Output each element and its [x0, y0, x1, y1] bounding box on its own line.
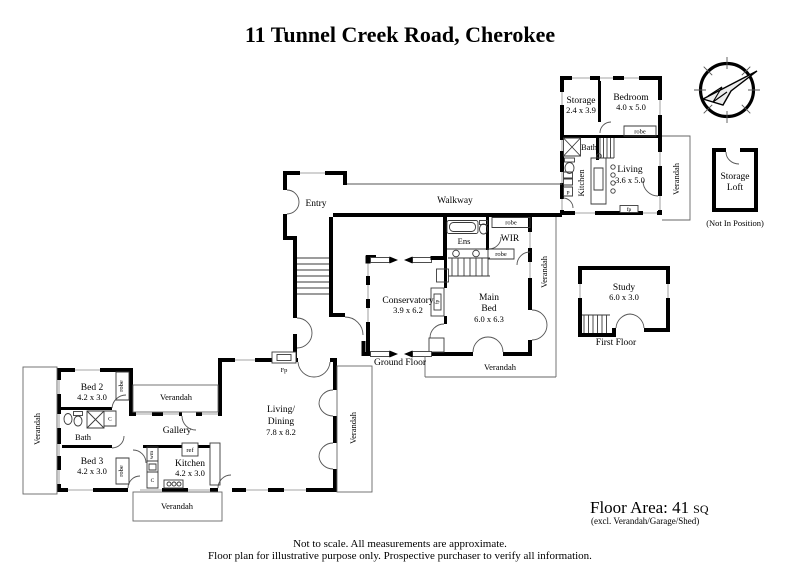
cottage-fp-label: fp [627, 206, 632, 213]
disclaimer-line2: Floor plan for illustrative purpose only… [208, 550, 592, 562]
cottage-living-dims: 3.6 x 5.0 [615, 175, 645, 185]
fridge-label: ref [186, 447, 194, 454]
cottage-storage-dims: 2.4 x 3.9 [566, 105, 596, 115]
ground-floor-verandah-right-label: Verandah [539, 255, 549, 288]
storage-loft-note: (Not In Position) [706, 218, 764, 228]
floor-area-exclusions: (excl. Verandah/Garage/Shed) [591, 516, 699, 526]
wir-label: WIR [501, 234, 520, 244]
bed2-dims: 4.2 x 3.0 [77, 392, 107, 402]
cottage-robe-label: robe [634, 129, 646, 136]
conservatory-dims: 3.9 x 6.2 [393, 305, 423, 315]
main-kitchen-fixtures: ref wm C [146, 442, 221, 489]
compass-icon [694, 57, 760, 123]
ground-floor-verandah-bottom-label: Verandah [484, 362, 517, 372]
living-dining-fp-label: Fp [281, 367, 288, 374]
cottage-living-label: Living [617, 165, 643, 175]
main-kitchen-dims: 4.2 x 3.0 [175, 468, 205, 478]
living-dining-label2: Dining [268, 417, 295, 427]
bed3-label: Bed 3 [81, 457, 104, 467]
bed3-dims: 4.2 x 3.0 [77, 466, 107, 476]
cottage-bath-fixtures [563, 137, 581, 174]
ensuite-fixtures [446, 220, 488, 258]
bed2-label: Bed 2 [81, 383, 104, 393]
ground-floor-label: Ground Floor [374, 358, 427, 368]
first-floor-building: Study 6.0 x 3.0 First Floor [577, 266, 671, 348]
main-bath-label: Bath [75, 432, 92, 442]
cottage-verandah-label: Verandah [671, 162, 681, 195]
main-house-building: Fp robe robe C ref wm C [22, 351, 373, 522]
chimney-buttress [428, 337, 445, 353]
living-dining-dims: 7.8 x 8.2 [266, 427, 296, 437]
cottage-pantry-label: P [566, 191, 569, 197]
verandah-left-label: Verandah [32, 412, 42, 445]
bed3-robe: robe [115, 457, 130, 485]
entry-walkway: Entry Walkway [282, 170, 562, 362]
verandah-right-outline [336, 365, 373, 493]
conservatory-fireplace: fp [430, 287, 445, 317]
cottage-storage-label: Storage [566, 96, 595, 106]
cottage-kitchen-fixtures: P [563, 157, 616, 205]
verandah-bottom-outline [132, 491, 223, 522]
living-dining-fireplace: Fp [271, 351, 297, 374]
washing-machine-label: wm [149, 450, 155, 459]
walkway-label: Walkway [437, 196, 473, 206]
bed2-robe-label: robe [118, 380, 125, 392]
kitchen-cupboard-label: C [151, 478, 155, 484]
verandah-top-outline [132, 384, 219, 413]
disclaimer-line1: Not to scale. All measurements are appro… [293, 538, 507, 550]
bed3-robe-label: robe [118, 465, 125, 477]
verandah-bottom-label: Verandah [161, 501, 194, 511]
conservatory-label: Conservatory [382, 296, 433, 306]
verandah-left-outline [22, 366, 58, 495]
cottage-building: robe P fp Storage 2.4 x 3.9 Bedroom 4.0 … [559, 75, 691, 221]
page-title: 11 Tunnel Creek Road, Cherokee [245, 22, 556, 47]
storage-loft-building: Storage Loft (Not In Position) [706, 148, 764, 228]
cottage-robe: robe [623, 125, 657, 137]
ground-floor-building: fp Ens WIR robe robe Conservatory 3.9 x … [361, 217, 557, 378]
main-bed-label: Main [479, 293, 499, 303]
ensuite-label: Ens [458, 236, 471, 246]
study-label: Study [613, 283, 635, 293]
entry-label: Entry [305, 199, 326, 209]
study-dims: 6.0 x 3.0 [609, 292, 639, 302]
verandah-top-label: Verandah [160, 392, 193, 402]
study-stairs [582, 314, 610, 333]
robe-top-label: robe [505, 220, 517, 227]
cottage-bedroom-label: Bedroom [613, 93, 649, 103]
main-bed-label2: Bed [481, 304, 497, 314]
main-bath-fixtures: C [63, 410, 117, 429]
opening-arrow-icons [361, 255, 445, 358]
gallery-label: Gallery [163, 426, 192, 436]
main-bed-dims: 6.0 x 6.3 [474, 314, 504, 324]
cottage-kitchen-label: Kitchen [576, 169, 586, 197]
storage-loft-label: Storage [720, 172, 749, 182]
ground-floor-stairs [436, 257, 490, 283]
cottage-stairs [596, 138, 615, 159]
cottage-bedroom-dims: 4.0 x 5.0 [616, 102, 646, 112]
ground-floor-fp-label: fp [434, 299, 441, 304]
verandah-right-label: Verandah [348, 411, 358, 444]
living-dining-label: Living/ [267, 405, 295, 415]
robe-bottom-label: robe [495, 251, 507, 258]
storage-loft-label2: Loft [727, 182, 744, 193]
bed2-robe: robe [115, 371, 130, 401]
bath-cupboard-label: C [108, 417, 112, 423]
cottage-fireplace: fp [619, 205, 639, 213]
first-floor-label: First Floor [596, 338, 637, 348]
main-kitchen-label: Kitchen [175, 459, 205, 469]
cottage-bath-label: Bath [581, 142, 598, 152]
